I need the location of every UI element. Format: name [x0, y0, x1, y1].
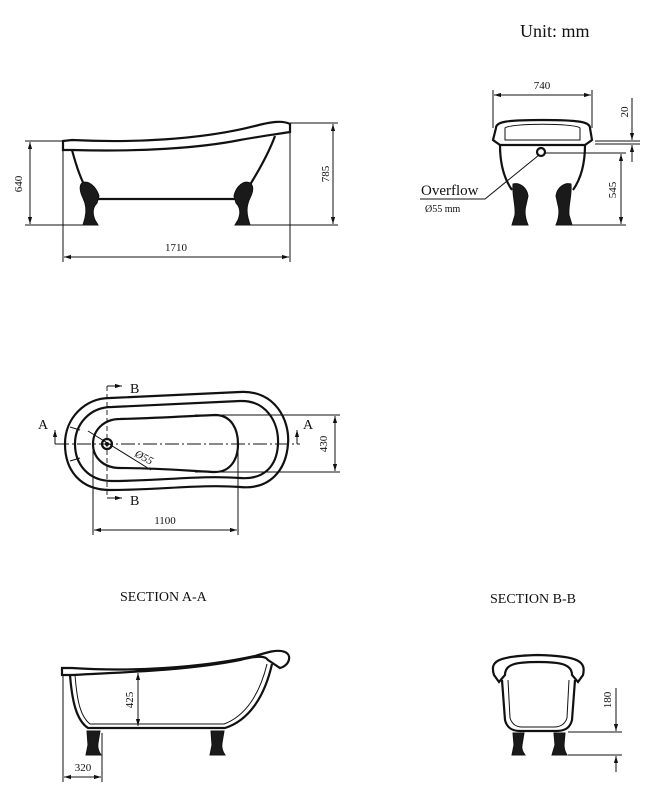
- dim-430: 430: [318, 435, 330, 452]
- overflow-leader: [420, 154, 540, 200]
- dim-1100: 1100: [154, 515, 176, 527]
- section-bb: 180: [491, 653, 622, 772]
- section-bb-shell: [500, 679, 577, 733]
- section-a-right: A: [303, 418, 314, 433]
- dim-320: 320: [75, 762, 92, 774]
- side-view: 640 785 1710: [13, 120, 338, 262]
- dim-1710: 1710: [165, 242, 188, 254]
- overflow-size: Ø55 mm: [425, 204, 461, 215]
- claw-foot-right: [233, 181, 254, 226]
- rim-inner-outline: [73, 399, 280, 483]
- section-b-bottom: B: [130, 494, 139, 509]
- section-aa: 425 320: [60, 649, 291, 782]
- outer-outline: [63, 390, 290, 492]
- dim-785: 785: [320, 165, 332, 182]
- section-a-left: A: [38, 418, 49, 433]
- drain: [100, 437, 114, 451]
- dim-180: 180: [602, 691, 614, 708]
- dim-drain-55: Ø55: [132, 448, 156, 468]
- claw-foot-left: [511, 183, 529, 226]
- foot-right: [551, 732, 568, 756]
- section-aa-title: SECTION A-A: [120, 590, 208, 605]
- dim-545: 545: [607, 181, 619, 198]
- foot-left: [85, 730, 102, 756]
- claw-foot-right: [555, 183, 573, 226]
- section-bb-rim: [491, 653, 585, 684]
- overflow-label: Overflow: [421, 183, 479, 199]
- section-aa-rim: [60, 649, 291, 677]
- tub-body-right: [247, 135, 277, 189]
- end-view: 740 20 545 Overflow Ø55 mm: [420, 80, 640, 226]
- section-b-top: B: [130, 382, 139, 397]
- bowl-outline: [91, 413, 240, 474]
- overflow-hole: [535, 146, 547, 158]
- drain-leader: [87, 430, 152, 471]
- section-aa-shell: [68, 663, 274, 730]
- claw-foot-left: [79, 181, 100, 226]
- foot-right: [209, 730, 226, 756]
- unit-label: Unit: mm: [520, 21, 590, 41]
- dim-20: 20: [619, 106, 631, 118]
- dim-740: 740: [534, 80, 551, 92]
- plan-view: B B A A Ø55 430 1100: [38, 382, 340, 535]
- end-rim: [491, 118, 594, 147]
- foot-left: [511, 732, 526, 756]
- dim-640: 640: [13, 175, 25, 192]
- tub-rim: [61, 120, 292, 152]
- section-bb-title: SECTION B-B: [490, 592, 576, 607]
- end-body: [498, 144, 587, 191]
- dim-425: 425: [124, 691, 136, 708]
